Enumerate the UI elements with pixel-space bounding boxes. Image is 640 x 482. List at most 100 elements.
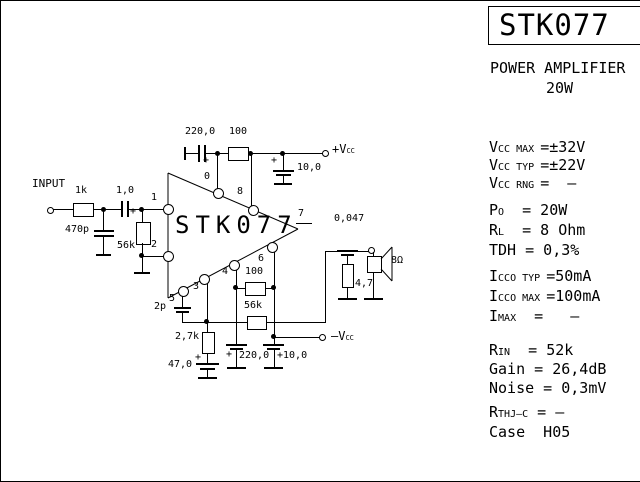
pin-circle-3 — [199, 274, 210, 285]
capacitor-1u — [121, 201, 123, 217]
speaker-box — [367, 256, 382, 273]
resistor-1k-label: 1k — [75, 185, 88, 196]
pin-number-0: 0 — [204, 171, 211, 182]
capacitor-2p — [176, 311, 189, 313]
wire-output — [325, 251, 341, 252]
ground-symbol — [264, 367, 283, 369]
wire — [358, 251, 370, 252]
wire — [274, 350, 275, 367]
input-terminal — [47, 207, 54, 214]
junction-dot — [233, 285, 238, 290]
wire — [347, 287, 348, 298]
pin-circle-6 — [267, 242, 278, 253]
vcc-minus-terminal — [319, 334, 326, 341]
ground-symbol — [198, 377, 217, 379]
capacitor-47u — [196, 363, 219, 365]
wire — [207, 370, 208, 377]
pin-number-3: 3 — [193, 281, 200, 292]
resistor-56k-feedback — [247, 316, 267, 330]
spec-tdh: TDH = 0,3% — [489, 241, 580, 259]
wire — [129, 209, 163, 210]
capacitor-220u-top-label: 220,0 — [185, 126, 216, 137]
pin-number-4: 4 — [222, 266, 229, 277]
page-title: STK077 — [499, 8, 610, 42]
wire — [283, 176, 284, 183]
vcc-minus-label: –VCC — [331, 329, 354, 343]
wire — [182, 313, 183, 322]
spec-icco-typ: ICCO TYP =50mA — [489, 267, 592, 285]
wire-output — [325, 251, 326, 323]
pin-number-1: 1 — [151, 192, 158, 203]
vcc-plus-terminal — [322, 150, 329, 157]
wire — [283, 153, 284, 170]
pin-circle-0 — [213, 188, 224, 199]
spec-po: PO = 20W — [489, 201, 568, 219]
speaker-terminal — [368, 247, 375, 254]
wire — [373, 272, 374, 298]
wire — [182, 296, 183, 307]
wire — [373, 252, 374, 257]
polarity-plus: + — [203, 155, 210, 166]
spec-rthjc: RTHJ–C = – — [489, 403, 565, 421]
speaker-impedance-label: 8Ω — [391, 255, 404, 266]
capacitor-2p-label: 2p — [154, 301, 167, 312]
capacitor-zobel-label: 0,047 — [334, 213, 365, 224]
polarity-plus: + — [226, 349, 233, 360]
capacitor-220u-top — [198, 145, 200, 162]
wire — [217, 153, 218, 189]
wire — [53, 209, 73, 210]
wire — [207, 323, 208, 332]
wire — [274, 251, 275, 344]
junction-dot — [271, 334, 276, 339]
capacitor-10u-top — [273, 170, 294, 172]
input-label: INPUT — [32, 177, 66, 190]
ground-symbol — [364, 298, 383, 300]
ground-symbol — [96, 254, 111, 256]
pin-number-7: 7 — [298, 208, 305, 219]
wire — [93, 209, 121, 210]
capacitor-470p-label: 470p — [65, 224, 90, 235]
capacitor-47u-label: 47,0 — [168, 359, 193, 370]
ground-symbol — [227, 367, 246, 369]
wire — [103, 237, 104, 254]
pin-circle-4 — [229, 260, 240, 271]
capacitor-220u-top — [204, 145, 206, 162]
wire — [207, 284, 208, 322]
capacitor-10u-bottom-label: +10,0 — [277, 350, 308, 361]
wire-vcc-minus — [274, 337, 320, 338]
capacitor-220u-bottom — [226, 344, 247, 346]
pin-circle-5 — [178, 286, 189, 297]
resistor-100-bottom-label: 100 — [245, 266, 264, 277]
resistor-1k — [73, 203, 94, 217]
capacitor-470p — [94, 230, 114, 232]
spec-gain: Gain = 26,4dB — [489, 360, 607, 378]
resistor-56k-input — [136, 222, 151, 245]
pin-circle-8 — [248, 205, 259, 216]
ground-symbol — [134, 272, 150, 274]
wire — [142, 256, 169, 257]
pin-circle-2 — [163, 251, 174, 262]
capacitor-zobel — [337, 250, 358, 252]
junction-dot — [204, 319, 209, 324]
ground-symbol — [274, 183, 292, 185]
capacitor-470p — [94, 235, 114, 237]
junction-dot — [139, 207, 144, 212]
resistor-zobel — [342, 264, 354, 288]
spec-vcc-typ: VCC TYP =±22V — [489, 156, 586, 174]
spec-case: Case H05 — [489, 423, 571, 441]
resistor-56k-input-label: 56k — [117, 240, 136, 251]
spec-rl: RL = 8 Ohm — [489, 221, 586, 239]
wire — [142, 209, 143, 222]
capacitor-220u-bottom-label: 220,0 — [239, 350, 270, 361]
pin-number-2: 2 — [151, 239, 158, 250]
capacitor-1u — [127, 201, 129, 217]
polarity-plus: + — [195, 352, 202, 363]
capacitor-zobel — [341, 254, 354, 256]
wire — [207, 353, 208, 363]
junction-dot — [280, 151, 285, 156]
spec-icco-max: ICCO MAX =100mA — [489, 287, 601, 305]
wire — [206, 153, 323, 154]
capacitor-1u-label: 1,0 — [116, 185, 135, 196]
spec-rin: RIN = 52k — [489, 341, 574, 359]
